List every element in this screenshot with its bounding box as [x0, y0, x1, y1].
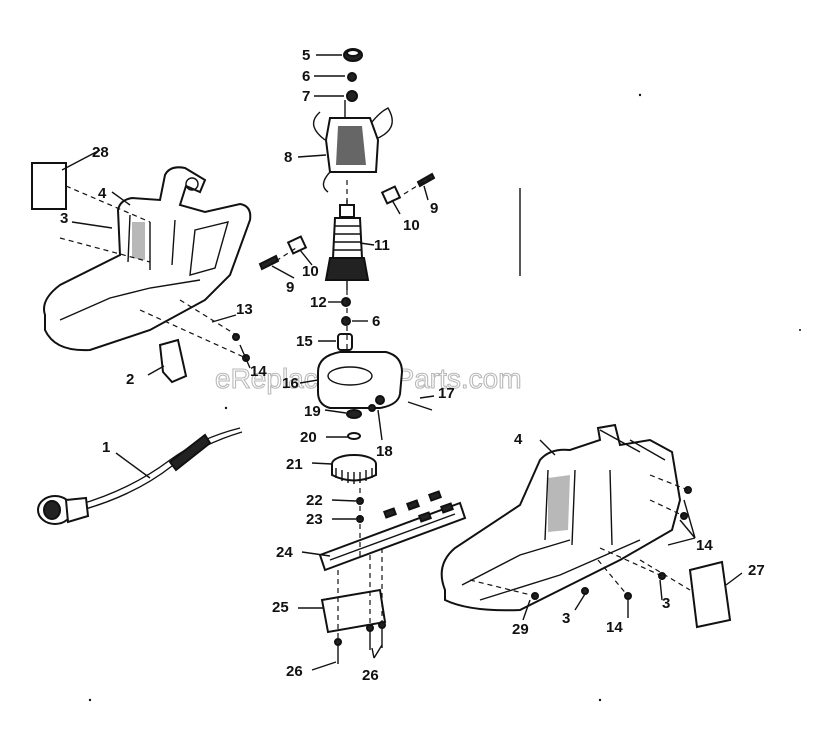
callout-14-left: 14	[250, 363, 267, 380]
callout-14-right: 14	[696, 537, 713, 554]
callout-11: 11	[374, 237, 390, 254]
callout-25: 25	[272, 599, 289, 616]
callout-12: 12	[310, 294, 327, 311]
scan-specks	[88, 93, 801, 702]
switch-trigger	[158, 338, 188, 384]
callout-6-top: 6	[302, 68, 310, 85]
callout-22: 22	[306, 492, 323, 509]
callout-9-left: 9	[286, 279, 294, 296]
callout-7: 7	[302, 88, 310, 105]
callout-10-left: 10	[302, 263, 319, 280]
callout-27: 27	[748, 562, 765, 579]
callout-3-left: 3	[60, 210, 68, 227]
callout-15: 15	[296, 333, 313, 350]
callout-9-right: 9	[430, 200, 438, 217]
callout-28: 28	[92, 144, 109, 161]
callout-5: 5	[302, 47, 310, 64]
callout-19: 19	[304, 403, 321, 420]
leader-lines	[59, 54, 743, 671]
bolts	[334, 621, 386, 664]
callout-4-left: 4	[98, 185, 107, 202]
callout-14-bottom: 14	[606, 619, 623, 636]
callout-8: 8	[284, 149, 292, 166]
blade-guide-plate	[320, 588, 387, 634]
callout-2: 2	[126, 371, 134, 388]
callout-13: 13	[236, 301, 253, 318]
callout-20: 20	[300, 429, 317, 446]
callout-17: 17	[438, 385, 455, 402]
callout-21: 21	[286, 456, 303, 473]
callout-3-bottom: 3	[562, 610, 570, 627]
blade-assembly	[318, 490, 467, 572]
callout-26-left: 26	[286, 663, 303, 680]
callout-16: 16	[282, 375, 299, 392]
callout-23: 23	[306, 511, 323, 528]
callout-18: 18	[376, 443, 393, 460]
callout-10-right: 10	[403, 217, 420, 234]
callout-26-right: 26	[362, 667, 379, 684]
power-cord	[37, 427, 243, 525]
callout-3-right: 3	[662, 595, 670, 612]
right-housing	[440, 423, 682, 612]
motor-assembly	[258, 48, 436, 523]
label-plate-28	[31, 162, 67, 210]
left-housing	[43, 166, 252, 352]
callout-numbers: 5 6 7 8 9 10 11 10 9 12 6 15 16 17 18 19…	[60, 47, 765, 684]
callout-4-right: 4	[514, 431, 523, 448]
callout-6-bottom: 6	[372, 313, 380, 330]
callout-29: 29	[512, 621, 529, 638]
callout-24: 24	[276, 544, 293, 561]
label-plate-27	[688, 560, 732, 629]
callout-1: 1	[102, 439, 110, 456]
